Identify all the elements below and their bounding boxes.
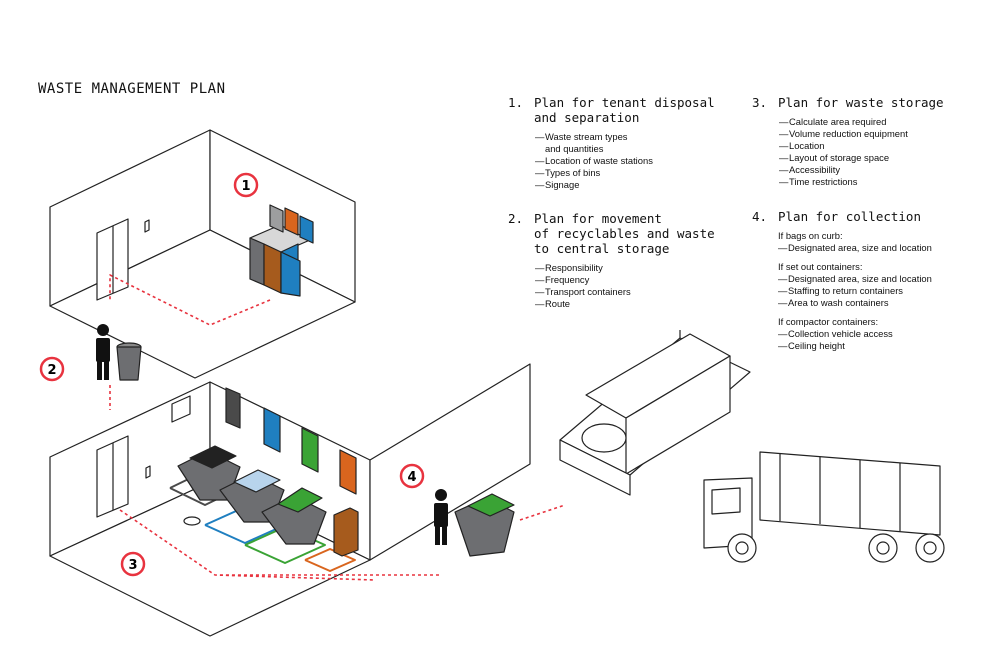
section-number: 3.	[752, 95, 768, 110]
waste-cart-icon	[261, 487, 327, 545]
svg-text:3: 3	[128, 558, 137, 573]
list-item: Transport containers	[535, 286, 738, 298]
list-item: Calculate area required	[779, 116, 982, 128]
group-items: Designated area, size and location	[752, 242, 982, 254]
list-item: Signage	[535, 179, 738, 191]
tenant-room	[49, 129, 356, 379]
section-number: 1.	[508, 95, 524, 110]
list-item: Responsibility	[535, 262, 738, 274]
list-item: Layout of storage space	[779, 152, 982, 164]
list-item: Waste stream types and quantities	[535, 131, 738, 155]
list-item: Location of waste stations	[535, 155, 738, 167]
person-icon	[96, 324, 110, 380]
trash-can-icon	[116, 342, 142, 381]
list-item: Location	[779, 140, 982, 152]
badge-3: 3	[120, 551, 146, 577]
section-collection: 4. Plan for collection If bags on curb: …	[752, 209, 982, 352]
garbage-truck-icon	[703, 451, 945, 563]
dock-wall	[369, 363, 531, 561]
cardboard-bin	[333, 507, 359, 557]
section-items: Calculate area required Volume reduction…	[752, 116, 982, 188]
group-label: If set out containers:	[778, 261, 863, 272]
section-number: 2.	[508, 211, 524, 226]
list-item: Time restrictions	[779, 176, 982, 188]
badge-1: 1	[233, 172, 259, 198]
storage-room	[49, 381, 371, 637]
section-items: Responsibility Frequency Transport conta…	[508, 262, 738, 310]
list-item: Accessibility	[779, 164, 982, 176]
group-label: If compactor containers:	[778, 316, 879, 327]
section-tenant-disposal: 1. Plan for tenant disposal and separati…	[508, 95, 738, 191]
section-heading: Plan for collection	[778, 209, 921, 224]
section-heading: Plan for tenant disposal and separation	[534, 95, 715, 125]
plan-title: WASTE MANAGEMENT PLAN	[38, 81, 226, 97]
group-items: Designated area, size and location Staff…	[752, 273, 982, 309]
list-item: Collection vehicle access	[778, 328, 982, 340]
list-item: Frequency	[535, 274, 738, 286]
compactor-container-icon	[559, 330, 751, 496]
section-heading: Plan for waste storage	[778, 95, 944, 110]
list-item: Volume reduction equipment	[779, 128, 982, 140]
section-movement: 2. Plan for movement of recyclables and …	[508, 211, 738, 310]
badge-4: 4	[399, 463, 425, 489]
bin-station	[249, 204, 314, 297]
person-icon	[434, 489, 448, 545]
list-item: Types of bins	[535, 167, 738, 179]
group-items: Collection vehicle access Ceiling height	[752, 328, 982, 352]
list-item: Designated area, size and location	[778, 273, 982, 285]
list-item: Staffing to return containers	[778, 285, 982, 297]
list-item: Designated area, size and location	[778, 242, 982, 254]
route-lines	[109, 274, 566, 581]
list-item: Ceiling height	[778, 340, 982, 352]
svg-text:1: 1	[241, 179, 250, 194]
svg-text:2: 2	[47, 363, 56, 378]
step-badges: 1 2 3 4	[39, 172, 425, 577]
section-items: Waste stream types and quantities Locati…	[508, 131, 738, 191]
section-number: 4.	[752, 209, 768, 224]
section-waste-storage: 3. Plan for waste storage Calculate area…	[752, 95, 982, 188]
section-heading: Plan for movement of recyclables and was…	[534, 211, 715, 256]
list-item: Area to wash containers	[778, 297, 982, 309]
group-label: If bags on curb:	[778, 230, 843, 241]
list-item: Route	[535, 298, 738, 310]
svg-text:4: 4	[407, 470, 416, 485]
badge-2: 2	[39, 356, 65, 382]
waste-cart-icon	[454, 493, 515, 557]
